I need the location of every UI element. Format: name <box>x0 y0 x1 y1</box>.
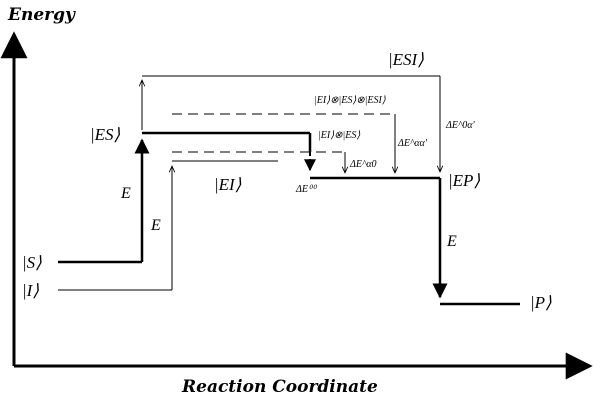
energy-gap-label-a0: ΔE^α0 <box>349 159 376 170</box>
state-label-S: |S⟩ <box>22 253 42 272</box>
transition-label-E-right: E <box>446 233 457 250</box>
state-label-EI-ES-ESI: |EI⟩⊗|ES⟩⊗|ESI⟩ <box>314 95 386 106</box>
energy-gap-label-00: ΔE⁰⁰ <box>295 184 318 195</box>
x-axis-label: Reaction Coordinate <box>181 377 378 397</box>
energy-gap-label-0a: ΔE^0α' <box>445 120 475 131</box>
state-label-EP: |EP⟩ <box>448 171 480 190</box>
esi-path <box>142 75 440 172</box>
state-label-ESI: |ESI⟩ <box>388 50 424 69</box>
inhibitor-path <box>58 160 278 291</box>
energy-gap-label-aa: ΔE^αα' <box>397 138 428 149</box>
state-label-ES: |ES⟩ <box>90 125 121 144</box>
state-label-EI: |EI⟩ <box>214 175 242 194</box>
transition-label-E-upper: E <box>120 185 131 202</box>
state-label-EI-ES: |EI⟩⊗|ES⟩ <box>318 130 360 141</box>
y-axis-label: Energy <box>7 5 76 25</box>
state-label-P: |P⟩ <box>530 293 552 312</box>
transition-label-E-lower: E <box>150 217 161 234</box>
state-label-I: |I⟩ <box>22 281 39 300</box>
substrate-path <box>58 131 520 306</box>
